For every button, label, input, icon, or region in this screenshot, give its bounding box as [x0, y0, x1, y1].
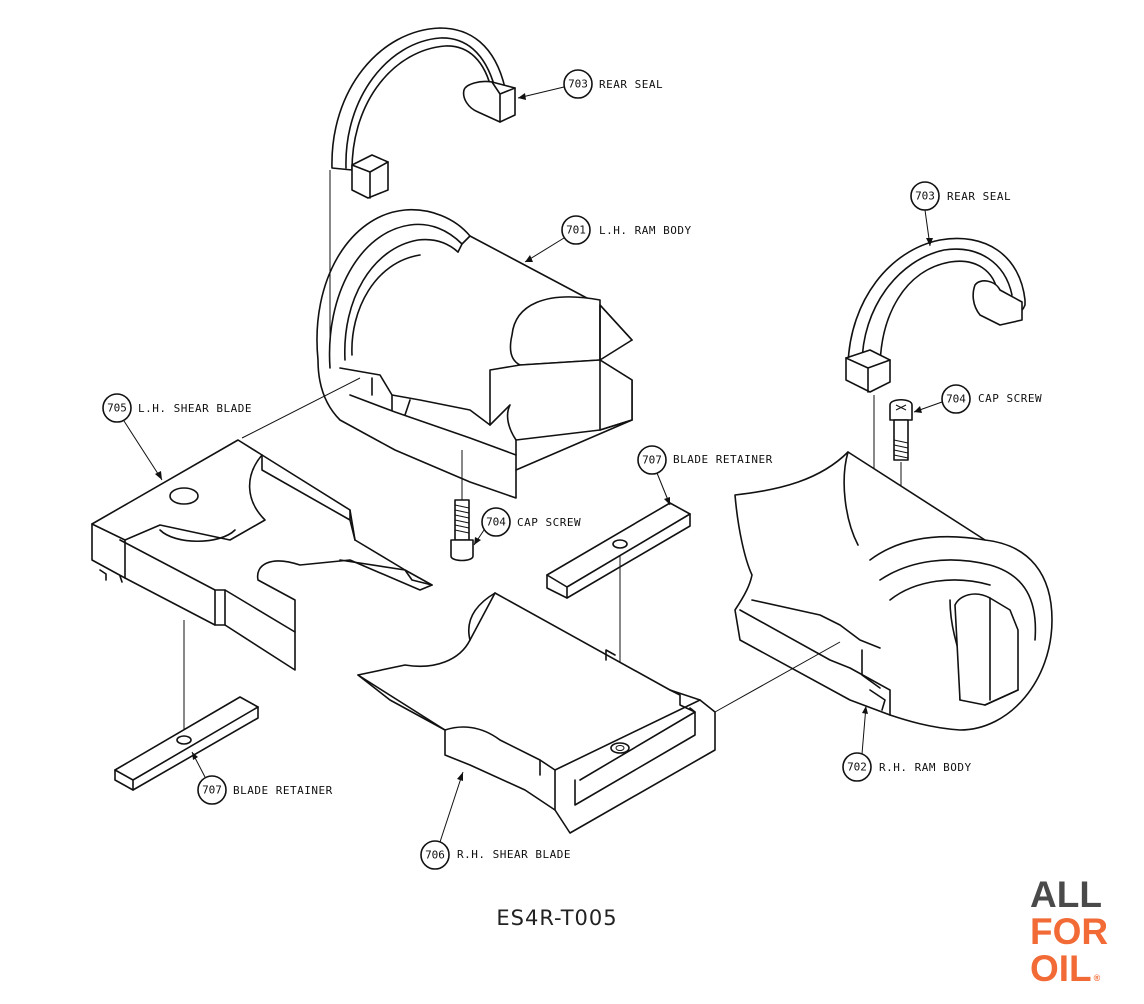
- callout-number: 704: [946, 393, 966, 406]
- callout-704-right: 704 CAP SCREW: [913, 384, 1042, 414]
- callout-706: 706 R.H. SHEAR BLADE: [420, 771, 571, 870]
- callout-701: 701 L.H. RAM BODY: [524, 215, 692, 263]
- callout-703-top: 703 REAR SEAL: [517, 69, 663, 100]
- callout-707-right: 707 BLADE RETAINER: [637, 445, 773, 506]
- callout-number: 706: [425, 849, 445, 862]
- callout-label: REAR SEAL: [947, 190, 1011, 203]
- callout-label: REAR SEAL: [599, 78, 663, 91]
- callout-704-left: 704 CAP SCREW: [473, 507, 581, 546]
- rear-seal-right-part: [845, 237, 1026, 393]
- callout-label: R.H. SHEAR BLADE: [457, 848, 571, 861]
- blade-retainer-left-part: [114, 620, 259, 791]
- callout-number: 702: [847, 761, 867, 774]
- callout-label: CAP SCREW: [517, 516, 581, 529]
- drawing-number: ES4R-T005: [496, 906, 617, 930]
- callout-label: R.H. RAM BODY: [879, 761, 972, 774]
- registered-mark: ®: [1093, 973, 1101, 983]
- callout-705: 705 L.H. SHEAR BLADE: [102, 393, 252, 481]
- lh-ram-body-part: [316, 208, 633, 499]
- callout-label: BLADE RETAINER: [673, 453, 773, 466]
- guide-line-2: [714, 641, 841, 713]
- callout-number: 703: [568, 78, 588, 91]
- logo-line-for: FOR: [1030, 911, 1109, 952]
- callout-number: 707: [202, 784, 222, 797]
- cap-screw-left-part: [450, 450, 474, 562]
- callout-number: 703: [915, 190, 935, 203]
- callout-label: BLADE RETAINER: [233, 784, 333, 797]
- allforoil-logo: ALL FOR OIL®: [1030, 876, 1116, 987]
- guide-line-1: [241, 377, 361, 439]
- callout-number: 707: [642, 454, 662, 467]
- callout-number: 705: [107, 402, 127, 415]
- rh-ram-body-part: [734, 451, 1053, 731]
- logo-line-all: ALL: [1030, 874, 1102, 915]
- callout-label: CAP SCREW: [978, 392, 1042, 405]
- logo-line-oil: OIL: [1030, 948, 1092, 989]
- callout-707-left: 707 BLADE RETAINER: [191, 751, 333, 805]
- callout-label: L.H. RAM BODY: [599, 224, 692, 237]
- callout-label: L.H. SHEAR BLADE: [138, 402, 252, 415]
- callout-703-right: 703 REAR SEAL: [910, 181, 1011, 247]
- lh-shear-blade-part: [91, 439, 433, 671]
- rear-seal-left-part: [331, 27, 516, 199]
- callout-number: 701: [566, 224, 586, 237]
- callout-702: 702 R.H. RAM BODY: [842, 705, 972, 782]
- rh-shear-blade-part: [357, 592, 716, 834]
- callout-number: 704: [486, 516, 506, 529]
